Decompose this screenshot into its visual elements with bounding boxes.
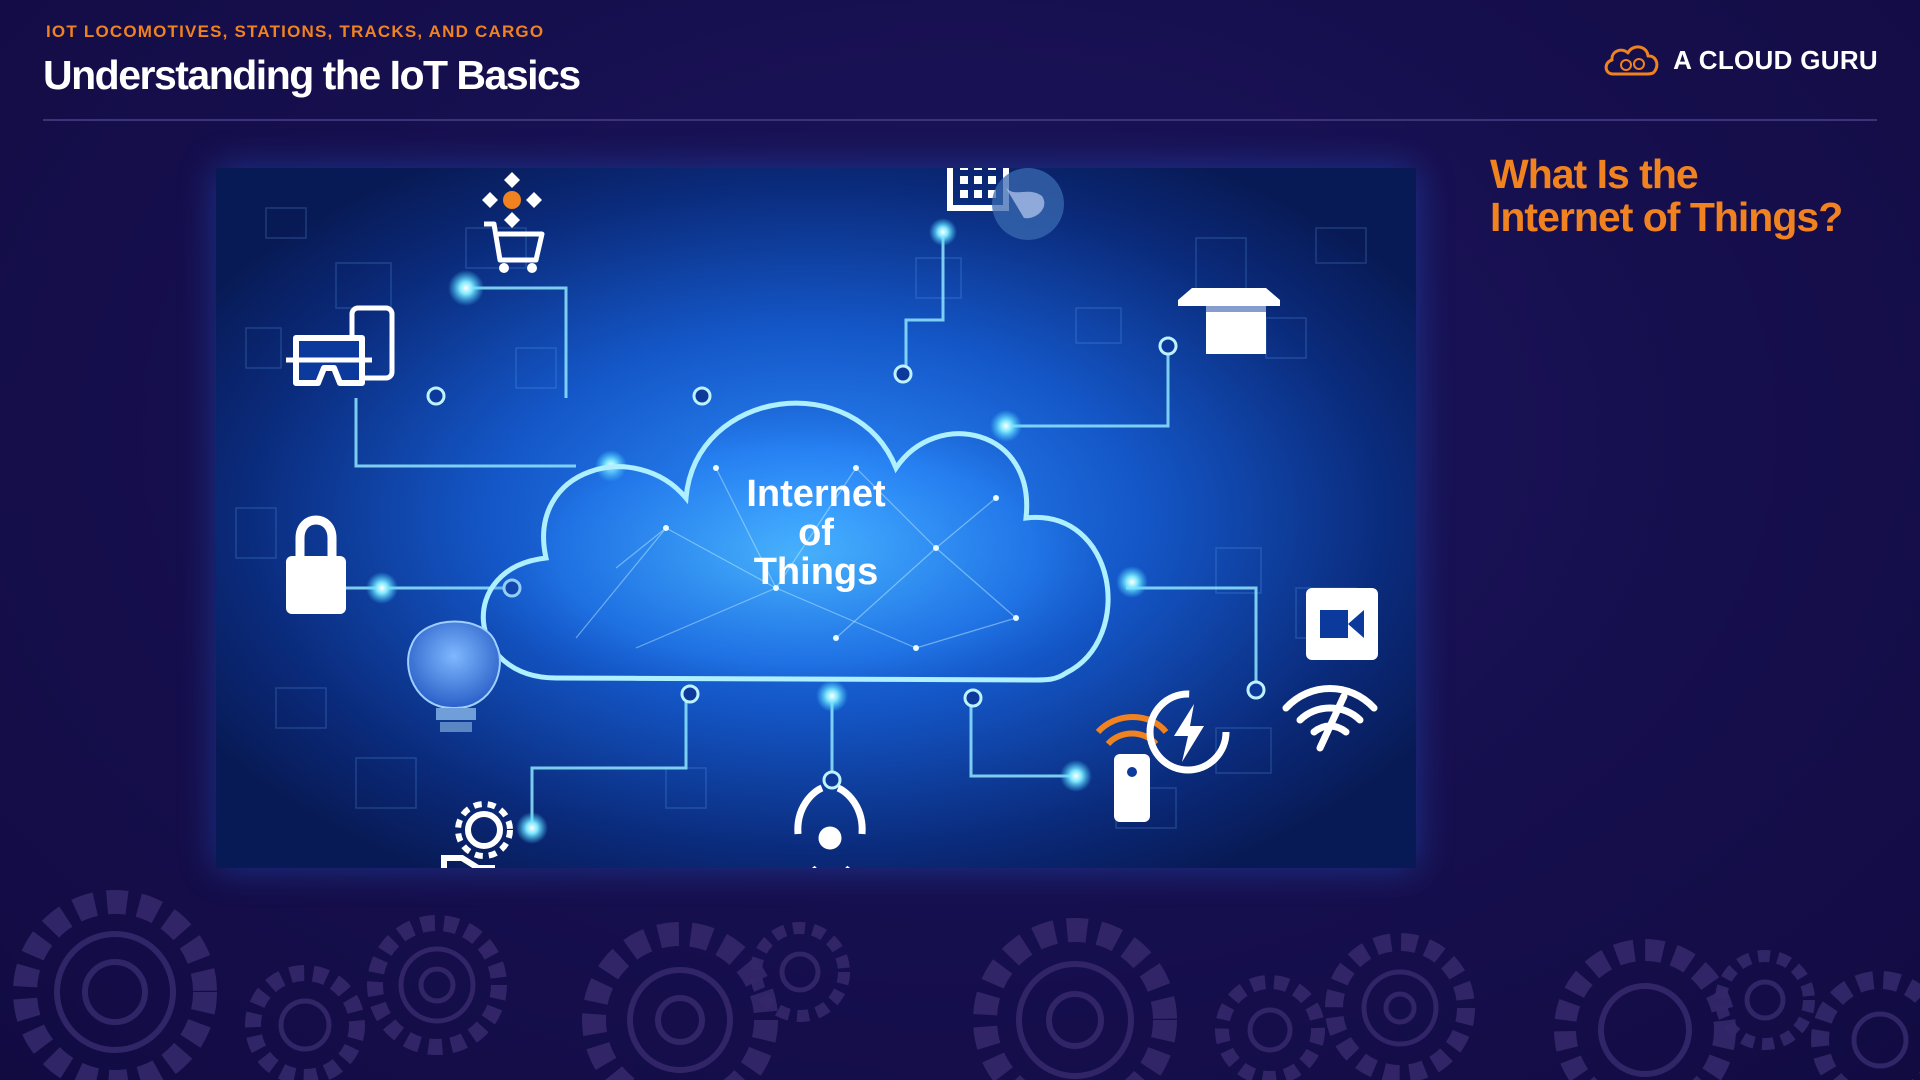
vr-glasses-icon (286, 335, 372, 386)
gear-1 (13, 890, 217, 1080)
section-eyebrow: IOT LOCOMOTIVES, STATIONS, TRACKS, AND C… (46, 22, 545, 41)
gear-7 (1215, 975, 1325, 1080)
question-line-1: What Is the (1490, 151, 1699, 197)
video-icon (1306, 588, 1378, 660)
gear-3 (367, 915, 507, 1055)
page-title: Understanding the IoT Basics (43, 52, 581, 98)
cloud-label-line-1: Internet (746, 473, 886, 515)
package-icon (1178, 288, 1280, 354)
cloud-label-line-3: Things (754, 551, 879, 593)
gear-2 (245, 965, 365, 1080)
connector-lines (332, 232, 1258, 828)
gear-11 (1811, 971, 1920, 1080)
slide-question: What Is the Internet of Things? (1490, 153, 1890, 239)
brand-name: A CLOUD GURU (1673, 44, 1878, 75)
radiation-icon (794, 784, 866, 868)
gear-decoration (13, 890, 1920, 1080)
iot-cloud (481, 400, 1111, 683)
globe-icon (992, 168, 1064, 240)
shopping-cart-icon (482, 172, 545, 273)
gear-hand-icon (441, 801, 513, 868)
lightbulb-icon (407, 620, 501, 732)
question-line-2: Internet of Things? (1490, 194, 1843, 240)
iot-hero-illustration: Internet of Things (216, 168, 1416, 868)
cloud-label-line-2: of (798, 512, 834, 554)
energy-cycle-icon (1146, 690, 1230, 774)
brand-logo: A CLOUD GURU (1601, 40, 1878, 80)
gear-6 (973, 918, 1177, 1080)
lock-icon (286, 515, 346, 614)
header-divider (43, 119, 1877, 121)
gear-5 (750, 922, 850, 1022)
gear-10 (1715, 950, 1815, 1050)
cloud-logo-icon (1604, 45, 1659, 76)
gear-9 (1554, 939, 1736, 1080)
ring-nodes (426, 336, 1266, 790)
gear-4 (582, 922, 778, 1080)
gear-8 (1325, 933, 1475, 1080)
wifi-icon (1282, 685, 1378, 752)
